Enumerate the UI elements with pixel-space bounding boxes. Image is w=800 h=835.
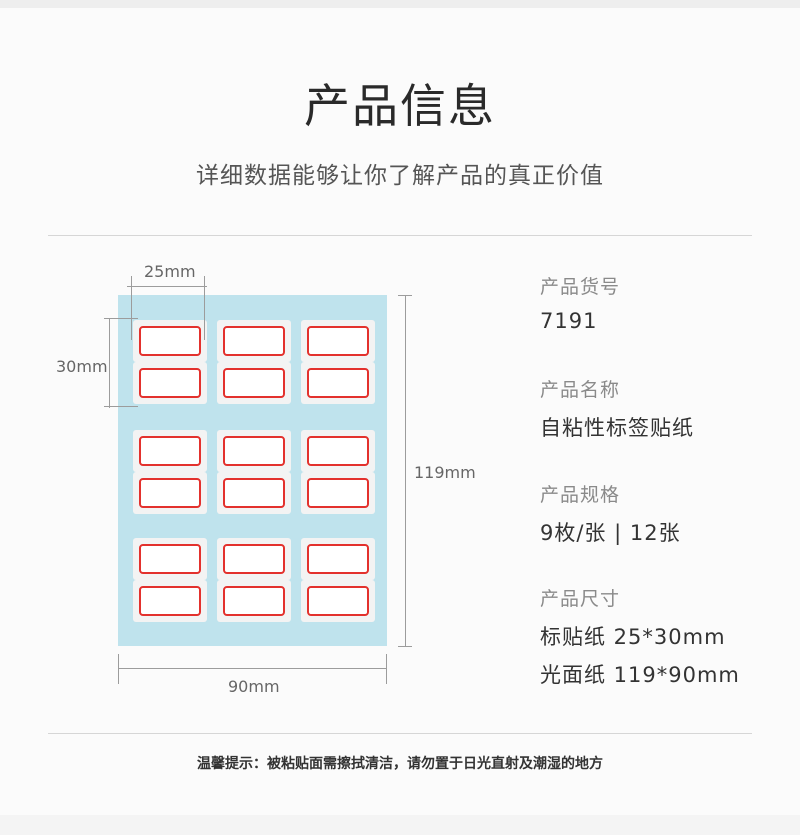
dim-line <box>109 318 110 408</box>
sticker-label <box>133 320 207 362</box>
dim-line <box>386 654 387 684</box>
spec-label: 产品货号 <box>540 276 621 298</box>
spec-value: 9枚/张 | 12张 <box>540 521 681 545</box>
sticker-label <box>133 472 207 514</box>
dim-line <box>398 646 412 647</box>
spec-product-size: 产品尺寸 标贴纸 25*30mm 光面纸 119*90mm <box>540 584 740 689</box>
sticker-label <box>301 362 375 404</box>
dim-line <box>118 654 119 684</box>
sticker-label <box>217 538 291 580</box>
dim-line <box>204 276 205 340</box>
sticker-label <box>301 472 375 514</box>
spec-product-name: 产品名称 自粘性标签贴纸 <box>540 375 694 442</box>
sticker-label <box>301 538 375 580</box>
dim-line <box>118 668 387 669</box>
spec-label: 产品尺寸 <box>540 588 621 610</box>
spec-product-spec: 产品规格 9枚/张 | 12张 <box>540 480 681 547</box>
sticker-label <box>301 580 375 622</box>
sticker-label <box>133 362 207 404</box>
top-strip <box>0 0 800 8</box>
sticker-label <box>217 430 291 472</box>
dim-line <box>104 406 138 407</box>
dim-line <box>104 318 138 319</box>
sticker-label <box>217 320 291 362</box>
dim-line <box>405 295 406 647</box>
sticker-label <box>301 430 375 472</box>
sticker-label <box>133 538 207 580</box>
spec-value: 自粘性标签贴纸 <box>540 416 694 440</box>
dim-line <box>127 286 207 287</box>
spec-item-number: 产品货号 7191 <box>540 272 620 333</box>
footer-strip <box>0 815 800 835</box>
bottom-divider <box>48 733 752 734</box>
spec-label: 产品规格 <box>540 484 621 506</box>
dim-sticker-width: 25mm <box>144 262 196 281</box>
dim-line <box>398 295 412 296</box>
spec-value: 光面纸 119*90mm <box>540 663 740 687</box>
top-divider <box>48 235 752 236</box>
sticker-label <box>217 580 291 622</box>
spec-value: 标贴纸 25*30mm <box>540 625 726 649</box>
sticker-label <box>133 430 207 472</box>
sticker-label <box>217 472 291 514</box>
sticker-label <box>217 362 291 404</box>
label-sheet <box>118 295 387 646</box>
sticker-label <box>133 580 207 622</box>
page-subtitle: 详细数据能够让你了解产品的真正价值 <box>196 163 604 189</box>
dim-sheet-width: 90mm <box>228 677 280 696</box>
dim-sheet-height: 119mm <box>414 463 476 482</box>
spec-value: 7191 <box>540 309 598 333</box>
page-title: 产品信息 <box>304 79 496 133</box>
spec-label: 产品名称 <box>540 379 621 401</box>
dim-sticker-height: 30mm <box>56 357 108 376</box>
dim-line <box>131 276 132 340</box>
sticker-label <box>301 320 375 362</box>
footer-tip: 温馨提示：被粘贴面需擦拭清洁，请勿置于日光直射及潮湿的地方 <box>197 756 603 772</box>
